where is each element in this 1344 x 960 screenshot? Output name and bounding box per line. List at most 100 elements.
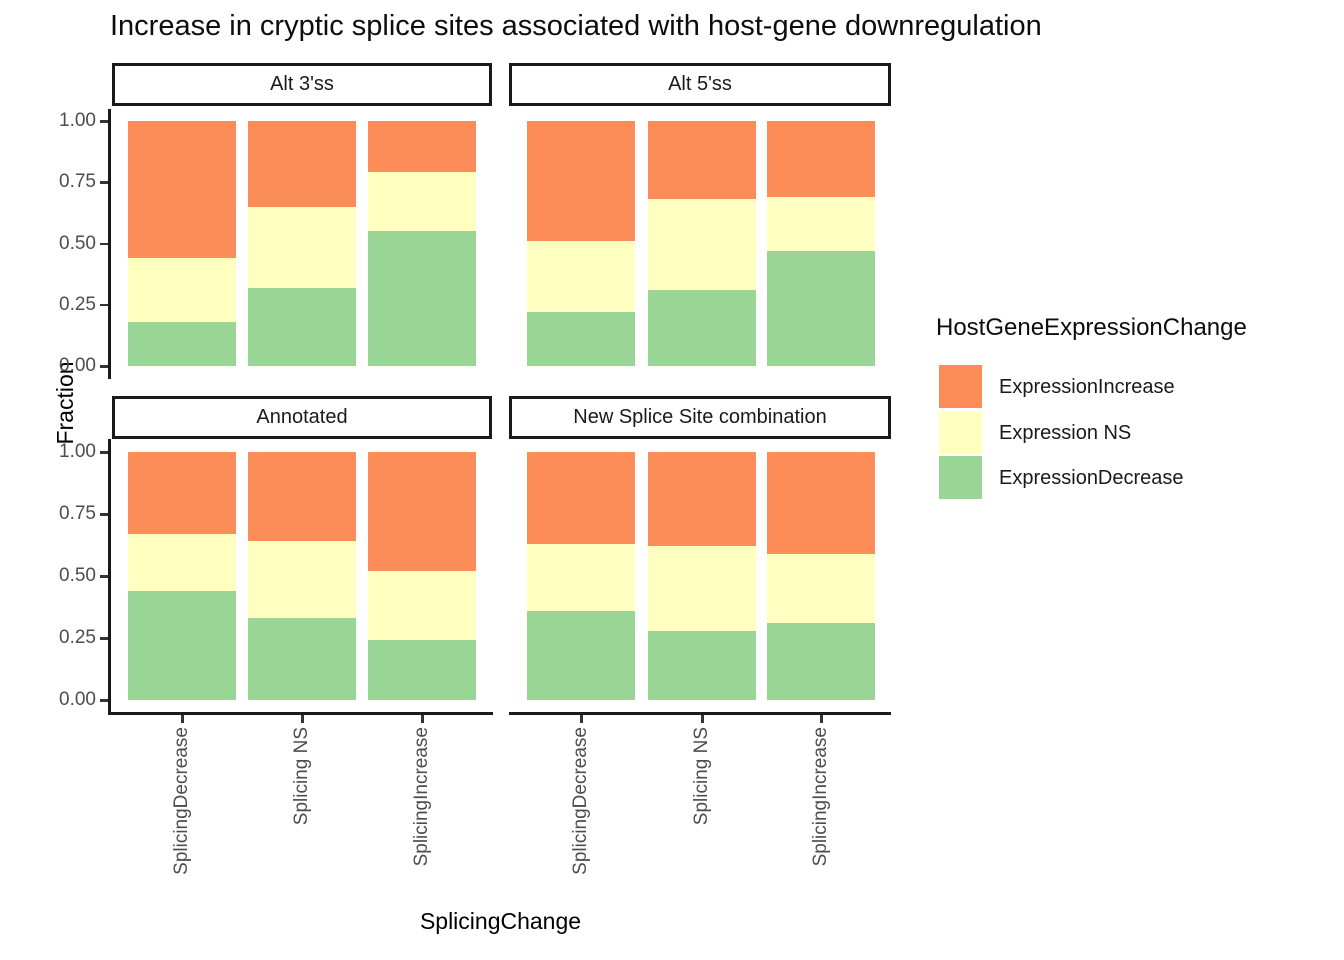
bar-segment-expression-ns — [767, 554, 875, 623]
chart-title: Increase in cryptic splice sites associa… — [110, 10, 1042, 42]
bar-segment-expression-ns — [368, 571, 476, 640]
bar-segment-expression-ns — [128, 534, 236, 591]
bar-segment-expressiondecrease — [648, 290, 756, 366]
facet-strip-label: New Splice Site combination — [573, 406, 827, 428]
stacked-bar — [648, 121, 756, 366]
bar-segment-expressionincrease — [527, 121, 635, 241]
x-axis-tick — [580, 715, 583, 723]
bar-segment-expressionincrease — [767, 452, 875, 554]
x-tick-label: SplicingIncrease — [810, 727, 831, 867]
x-tick-label: SplicingIncrease — [411, 727, 432, 867]
stacked-bar — [128, 121, 236, 366]
y-axis-tick — [100, 699, 108, 702]
bar-segment-expression-ns — [248, 207, 356, 288]
bar-segment-expressionincrease — [248, 121, 356, 207]
y-axis-tick — [100, 120, 108, 123]
x-axis-tick — [301, 715, 304, 723]
bar-segment-expressiondecrease — [767, 623, 875, 700]
legend-label: Expression NS — [999, 421, 1132, 444]
facet-strip-label: Alt 5'ss — [668, 73, 732, 95]
bar-segment-expression-ns — [527, 241, 635, 312]
bar-segment-expressionincrease — [767, 121, 875, 197]
bar-segment-expressionincrease — [527, 452, 635, 544]
x-tick-label: SplicingDecrease — [570, 727, 591, 875]
bar-segment-expressionincrease — [368, 121, 476, 172]
y-axis-tick — [100, 513, 108, 516]
y-tick-label: 0.25 — [59, 627, 96, 648]
y-axis-tick — [100, 303, 108, 307]
legend-title: HostGeneExpressionChange — [936, 314, 1247, 341]
y-tick-label: 0.00 — [59, 355, 96, 376]
y-tick-label: 0.75 — [59, 503, 96, 524]
x-tick-label: Splicing NS — [691, 727, 712, 826]
y-axis-line — [108, 439, 111, 715]
legend-swatch-expressionincrease — [939, 365, 982, 408]
legend-label: ExpressionIncrease — [999, 376, 1175, 398]
bar-segment-expressiondecrease — [527, 611, 635, 700]
stacked-bar — [648, 452, 756, 700]
facet-strip-new-splice-site-combination: New Splice Site combination — [509, 396, 891, 439]
x-axis-title: SplicingChange — [419, 908, 582, 934]
bar-segment-expression-ns — [648, 546, 756, 631]
facet-strip-label: Annotated — [256, 406, 348, 428]
stacked-bar — [368, 121, 476, 366]
legend-swatch-expression-ns — [939, 410, 982, 454]
bar-segment-expression-ns — [128, 258, 236, 322]
stacked-bar — [767, 452, 875, 700]
legend-label: ExpressionDecrease — [999, 467, 1184, 490]
y-tick-label: 0.75 — [59, 171, 96, 193]
x-axis-tick — [820, 715, 823, 723]
bar-segment-expression-ns — [767, 197, 875, 251]
bar-segment-expressionincrease — [648, 121, 756, 199]
bar-segment-expression-ns — [368, 172, 476, 231]
stacked-bar — [527, 121, 635, 366]
y-axis-title: Fraction — [52, 361, 78, 445]
y-axis-tick — [100, 637, 108, 640]
bar-segment-expressiondecrease — [248, 618, 356, 700]
bar-segment-expression-ns — [248, 541, 356, 618]
bar-segment-expressionincrease — [368, 452, 476, 571]
y-tick-label: 1.00 — [59, 441, 96, 462]
bar-segment-expressiondecrease — [368, 640, 476, 700]
y-tick-label: 0.50 — [59, 565, 96, 586]
bar-segment-expressiondecrease — [368, 231, 476, 366]
y-axis-tick — [100, 451, 108, 454]
bar-segment-expression-ns — [648, 199, 756, 290]
x-axis-tick — [421, 715, 424, 723]
x-axis-tick — [701, 715, 704, 723]
stacked-bar — [767, 121, 875, 366]
y-tick-label: 0.00 — [59, 689, 96, 710]
facet-strip-alt-5ss: Alt 5'ss — [509, 63, 891, 106]
y-axis-line — [108, 109, 111, 379]
x-axis-tick — [181, 715, 184, 723]
stacked-bar — [527, 452, 635, 700]
bar-segment-expression-ns — [527, 544, 635, 611]
bar-segment-expressiondecrease — [767, 251, 875, 366]
stacked-bar — [248, 121, 356, 366]
bar-segment-expressiondecrease — [527, 312, 635, 366]
y-tick-label: 1.00 — [59, 110, 96, 131]
x-tick-label: Splicing NS — [291, 727, 312, 826]
bar-segment-expressionincrease — [128, 121, 236, 258]
y-tick-label: 0.25 — [59, 293, 96, 315]
y-axis-tick — [100, 242, 108, 245]
y-axis-tick — [100, 575, 108, 578]
bar-segment-expressionincrease — [128, 452, 236, 534]
x-tick-label: SplicingDecrease — [171, 727, 192, 875]
facet-strip-label: Alt 3'ss — [270, 73, 334, 95]
y-tick-label: 0.50 — [59, 232, 96, 254]
y-axis-tick — [100, 365, 108, 368]
bar-segment-expressiondecrease — [648, 631, 756, 700]
bar-segment-expressiondecrease — [128, 591, 236, 700]
facet-strip-annotated: Annotated — [112, 396, 492, 439]
x-axis-line — [509, 712, 891, 715]
bar-segment-expressiondecrease — [128, 322, 236, 366]
stacked-bar — [248, 452, 356, 700]
bar-segment-expressionincrease — [648, 452, 756, 546]
bar-segment-expressionincrease — [248, 452, 356, 541]
facet-strip-alt-3ss: Alt 3'ss — [112, 63, 492, 106]
x-axis-line — [108, 712, 493, 715]
bar-segment-expressiondecrease — [248, 288, 356, 366]
legend-swatch-expressiondecrease — [939, 456, 982, 500]
